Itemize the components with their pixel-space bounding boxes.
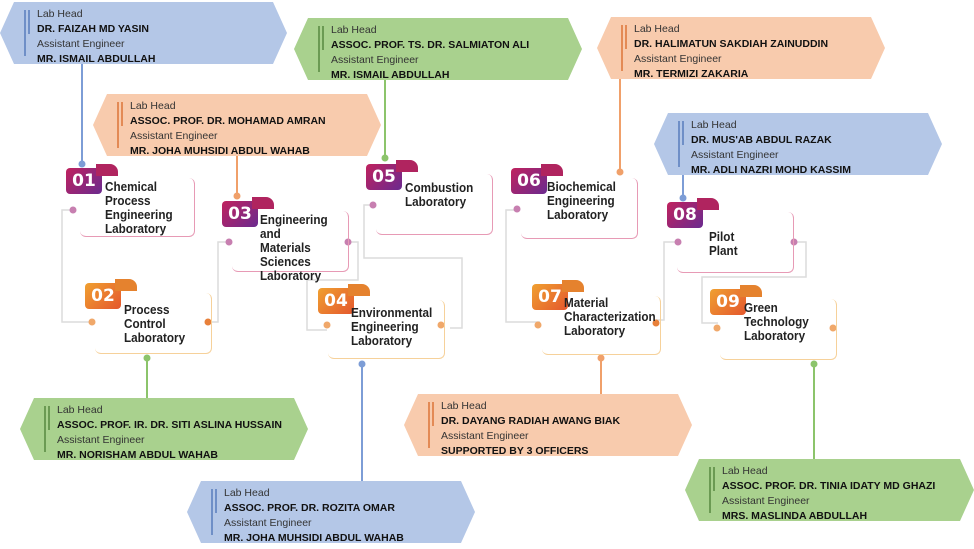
lab-title: Material Characterization Laboratory	[564, 295, 656, 338]
assistant-engineer-name: MR. TERMIZI ZAKARIA	[634, 68, 749, 80]
info-box-lab-05: Lab Head ASSOC. PROF. TS. DR. SALMIATON …	[294, 18, 582, 81]
lab-head-name: DR. HALIMATUN SAKDIAH ZAINUDDIN	[634, 38, 829, 50]
flow-01-02	[61, 209, 92, 323]
frame-node-dot	[790, 238, 798, 246]
assistant-engineer-label: Assistant Engineer	[331, 54, 419, 66]
lab-head-name: DR. FAIZAH MD YASIN	[37, 23, 150, 35]
assistant-engineer-label: Assistant Engineer	[722, 495, 810, 507]
frame-node-dot	[713, 324, 721, 332]
info-box-lab-06: Lab Head DR. HALIMATUN SAKDIAH ZAINUDDIN…	[597, 17, 885, 80]
frame-node-dot	[225, 238, 233, 246]
lab-head-name: ASSOC. PROF. TS. DR. SALMIATON ALI	[331, 39, 530, 51]
assistant-engineer-name: MR. NORISHAM ABDUL WAHAB	[57, 449, 218, 461]
lab-head-label: Lab Head	[634, 23, 680, 35]
lab-title: Green Technology Laboratory	[744, 300, 809, 343]
frame-node-dot	[204, 318, 212, 326]
info-box-lab-01: Lab Head DR. FAIZAH MD YASIN Assistant E…	[0, 2, 287, 65]
connector-dot	[143, 354, 151, 362]
lab-head-name: ASSOC. PROF. DR. TINIA IDATY MD GHAZI	[722, 480, 936, 492]
connector-dot	[358, 360, 366, 368]
connector-dot	[381, 154, 389, 162]
lab-head-name: DR. DAYANG RADIAH AWANG BIAK	[441, 415, 621, 427]
frame-node-dot	[513, 205, 521, 213]
lab-head-name: ASSOC. PROF. IR. DR. SITI ASLINA HUSSAIN	[57, 419, 282, 431]
frame-node-dot	[674, 238, 682, 246]
connector-dot	[679, 194, 687, 202]
lab-head-label: Lab Head	[224, 487, 270, 499]
info-box-lab-07: Lab Head DR. DAYANG RADIAH AWANG BIAK As…	[404, 394, 692, 457]
lab-head-label: Lab Head	[722, 465, 768, 477]
assistant-engineer-name: MR. ISMAIL ABDULLAH	[37, 53, 156, 65]
lab-number-badge: 03	[222, 197, 274, 227]
assistant-engineer-name: MR. ISMAIL ABDULLAH	[331, 69, 450, 81]
connector-dot	[597, 354, 605, 362]
connector-dot	[78, 160, 86, 168]
lab-head-label: Lab Head	[37, 8, 83, 20]
lab-head-name: ASSOC. PROF. DR. MOHAMAD AMRAN	[130, 115, 326, 127]
lab-number-badge: 07	[532, 280, 584, 310]
lab-head-label: Lab Head	[691, 119, 737, 131]
lab-title: Environmental Engineering Laboratory	[351, 305, 433, 348]
assistant-engineer-name: MR. ADLI NAZRI MOHD KASSIM	[691, 164, 852, 176]
assistant-engineer-name: SUPPORTED BY 3 OFFICERS	[441, 445, 589, 457]
lab-head-label: Lab Head	[331, 24, 377, 36]
flow-03-04	[306, 241, 359, 331]
lab-title: Process Control Laboratory	[124, 302, 186, 345]
flow-06-07	[505, 209, 540, 323]
assistant-engineer-name: MR. JOHA MUHSIDI ABDUL WAHAB	[224, 532, 404, 544]
assistant-engineer-label: Assistant Engineer	[634, 53, 722, 65]
lab-number-badge: 06	[511, 164, 563, 194]
assistant-engineer-name: MR. JOHA MUHSIDI ABDUL WAHAB	[130, 145, 310, 157]
frame-node-dot	[88, 318, 96, 326]
frame-node-dot	[437, 321, 445, 329]
lab-title: Chemical Process Engineering Laboratory	[105, 179, 173, 236]
lab-title: Pilot Plant	[709, 229, 738, 258]
lab-number-badge: 01	[66, 164, 118, 194]
assistant-engineer-name: MRS. MASLINDA ABDULLAH	[722, 510, 868, 522]
assistant-engineer-label: Assistant Engineer	[57, 434, 145, 446]
lab-number-badge: 04	[318, 284, 370, 314]
lab-title: Engineering and Materials Sciences Labor…	[260, 212, 328, 283]
frame-node-dot	[829, 324, 837, 332]
lab-head-label: Lab Head	[57, 404, 103, 416]
frame-node-dot	[69, 206, 77, 214]
flow-05-04	[363, 204, 463, 329]
assistant-engineer-label: Assistant Engineer	[130, 130, 218, 142]
flow-02-03	[208, 241, 230, 323]
assistant-engineer-label: Assistant Engineer	[37, 38, 125, 50]
info-box-lab-09: Lab Head ASSOC. PROF. DR. TINIA IDATY MD…	[685, 459, 974, 522]
frame-node-dot	[323, 321, 331, 329]
lab-number-badge: 09	[710, 285, 762, 315]
connector-dot	[810, 360, 818, 368]
connector-dot	[616, 168, 624, 176]
lab-title: Biochemical Engineering Laboratory	[547, 179, 616, 222]
info-box-lab-03: Lab Head ASSOC. PROF. DR. MOHAMAD AMRAN …	[93, 94, 381, 157]
lab-title: Combustion Laboratory	[405, 180, 474, 209]
lab-head-label: Lab Head	[441, 400, 487, 412]
lab-number-badge: 02	[85, 279, 137, 309]
frame-node-dot	[652, 319, 660, 327]
lab-number-badge: 05	[366, 160, 418, 190]
info-box-lab-02: Lab Head ASSOC. PROF. IR. DR. SITI ASLIN…	[20, 398, 308, 461]
lab-number-badge: 08	[667, 198, 719, 228]
assistant-engineer-label: Assistant Engineer	[224, 517, 312, 529]
flow-08-09	[701, 241, 807, 324]
info-box-lab-08: Lab Head DR. MUS'AB ABDUL RAZAK Assistan…	[654, 113, 942, 176]
assistant-engineer-label: Assistant Engineer	[691, 149, 779, 161]
lab-head-label: Lab Head	[130, 100, 176, 112]
info-box-lab-04: Lab Head ASSOC. PROF. DR. ROZITA OMAR As…	[187, 481, 475, 544]
lab-head-name: DR. MUS'AB ABDUL RAZAK	[691, 134, 832, 146]
frame-node-dot	[534, 321, 542, 329]
frame-node-dot	[369, 201, 377, 209]
lab-head-name: ASSOC. PROF. DR. ROZITA OMAR	[224, 502, 395, 514]
connector-dot	[233, 192, 241, 200]
assistant-engineer-label: Assistant Engineer	[441, 430, 529, 442]
